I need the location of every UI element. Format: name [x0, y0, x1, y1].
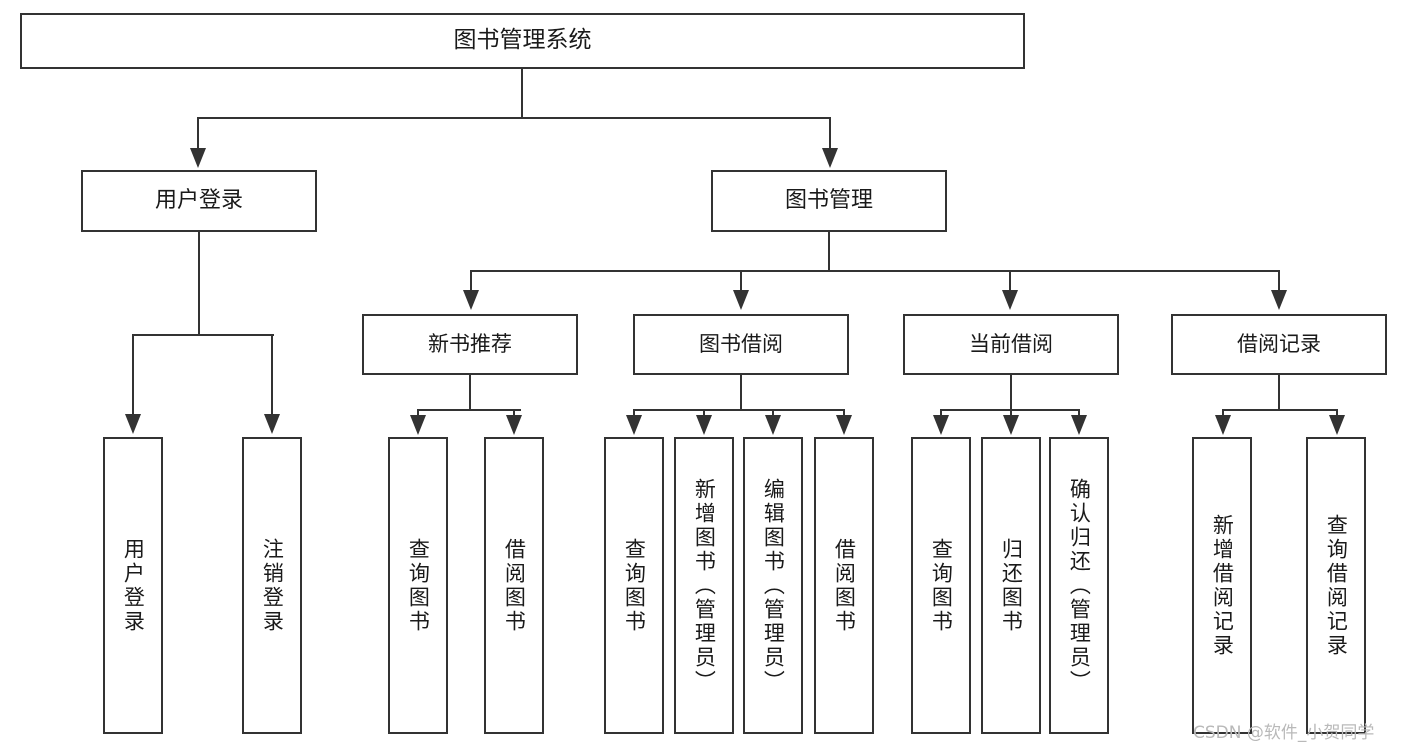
- arrow-borrow-record-child-1: [1215, 415, 1231, 435]
- arrow-user-login-child-1: [125, 414, 141, 434]
- connector-user-login-child-1: [132, 334, 134, 416]
- connector-root-to-user-login: [197, 117, 199, 150]
- leaf-label: 查询图书: [622, 537, 647, 634]
- node-label: 当前借阅: [969, 332, 1053, 357]
- connector-book-borrow-stem: [740, 375, 742, 409]
- leaf-label: 借阅图书: [832, 537, 857, 634]
- node-label: 借阅记录: [1237, 332, 1321, 357]
- connector-borrow-record-bar: [1222, 409, 1338, 411]
- node-label: 图书管理系统: [453, 27, 592, 54]
- node-label: 用户登录: [154, 188, 243, 214]
- leaf-label: 查询图书: [406, 537, 431, 634]
- arrow-new-book-rec-child-2: [506, 415, 522, 435]
- arrow-book-borrow-child-4: [836, 415, 852, 435]
- leaf-label: 编辑图书（管理员）: [761, 477, 786, 694]
- arrow-book-manage-child-4: [1271, 290, 1287, 310]
- arrow-book-borrow-child-1: [626, 415, 642, 435]
- node-borrow-record[interactable]: 借阅记录: [1171, 314, 1387, 375]
- leaf-label: 查询图书: [929, 537, 954, 634]
- arrow-user-login-child-2: [264, 414, 280, 434]
- node-current-borrow[interactable]: 当前借阅: [903, 314, 1119, 375]
- connector-book-borrow-bar: [633, 409, 845, 411]
- leaf-query-record[interactable]: 查询借阅记录: [1306, 437, 1366, 734]
- leaf-label: 查询借阅记录: [1324, 513, 1349, 658]
- arrow-book-borrow-child-2: [696, 415, 712, 435]
- leaf-label: 归还图书: [999, 537, 1024, 634]
- arrow-book-manage-child-1: [463, 290, 479, 310]
- connector-book-manage-child-3: [1009, 270, 1011, 292]
- connector-root-stem: [521, 69, 523, 117]
- connector-root-bar: [197, 117, 831, 119]
- node-label: 图书借阅: [699, 332, 783, 357]
- leaf-label: 确认归还（管理员）: [1067, 477, 1092, 694]
- connector-user-login-bar: [132, 334, 274, 336]
- connector-book-manage-child-4: [1278, 270, 1280, 292]
- node-new-book-rec[interactable]: 新书推荐: [362, 314, 578, 375]
- leaf-label: 借阅图书: [502, 537, 527, 634]
- connector-new-book-rec-bar: [417, 409, 521, 411]
- arrow-book-manage-child-3: [1002, 290, 1018, 310]
- connector-book-manage-child-1: [470, 270, 472, 292]
- arrow-book-manage-child-2: [733, 290, 749, 310]
- arrow-book-borrow-child-3: [765, 415, 781, 435]
- arrow-new-book-rec-child-1: [410, 415, 426, 435]
- leaf-edit-book[interactable]: 编辑图书（管理员）: [743, 437, 803, 734]
- arrow-root-to-book-manage: [822, 148, 838, 168]
- leaf-add-book[interactable]: 新增图书（管理员）: [674, 437, 734, 734]
- leaf-query-book-3[interactable]: 查询图书: [911, 437, 971, 734]
- connector-book-manage-stem: [828, 232, 830, 270]
- leaf-user-logout[interactable]: 注销登录: [242, 437, 302, 734]
- leaf-borrow-book-1[interactable]: 借阅图书: [484, 437, 544, 734]
- node-book-manage[interactable]: 图书管理: [711, 170, 947, 232]
- connector-root-to-book-manage: [829, 117, 831, 150]
- node-user-login[interactable]: 用户登录: [81, 170, 317, 232]
- leaf-query-book-2[interactable]: 查询图书: [604, 437, 664, 734]
- connector-book-manage-bar: [470, 270, 1280, 272]
- connector-borrow-record-stem: [1278, 375, 1280, 409]
- node-label: 新书推荐: [428, 332, 512, 357]
- leaf-label: 用户登录: [121, 537, 146, 634]
- node-book-borrow[interactable]: 图书借阅: [633, 314, 849, 375]
- connector-new-book-rec-stem: [469, 375, 471, 409]
- connector-user-login-child-2: [271, 334, 273, 416]
- connector-current-borrow-stem: [1010, 375, 1012, 409]
- leaf-confirm-return[interactable]: 确认归还（管理员）: [1049, 437, 1109, 734]
- leaf-add-record[interactable]: 新增借阅记录: [1192, 437, 1252, 734]
- arrow-root-to-user-login: [190, 148, 206, 168]
- leaf-label: 注销登录: [260, 537, 285, 634]
- arrow-borrow-record-child-2: [1329, 415, 1345, 435]
- leaf-return-book[interactable]: 归还图书: [981, 437, 1041, 734]
- arrow-current-borrow-child-1: [933, 415, 949, 435]
- leaf-user-login[interactable]: 用户登录: [103, 437, 163, 734]
- node-root-system[interactable]: 图书管理系统: [20, 13, 1025, 69]
- connector-user-login-stem: [198, 232, 200, 334]
- leaf-label: 新增借阅记录: [1210, 513, 1235, 658]
- leaf-borrow-book-2[interactable]: 借阅图书: [814, 437, 874, 734]
- leaf-query-book-1[interactable]: 查询图书: [388, 437, 448, 734]
- watermark-text: CSDN @软件_小贺同学: [1193, 723, 1375, 743]
- arrow-current-borrow-child-2: [1003, 415, 1019, 435]
- node-label: 图书管理: [784, 188, 873, 214]
- connector-book-manage-child-2: [740, 270, 742, 292]
- leaf-label: 新增图书（管理员）: [692, 477, 717, 694]
- arrow-current-borrow-child-3: [1071, 415, 1087, 435]
